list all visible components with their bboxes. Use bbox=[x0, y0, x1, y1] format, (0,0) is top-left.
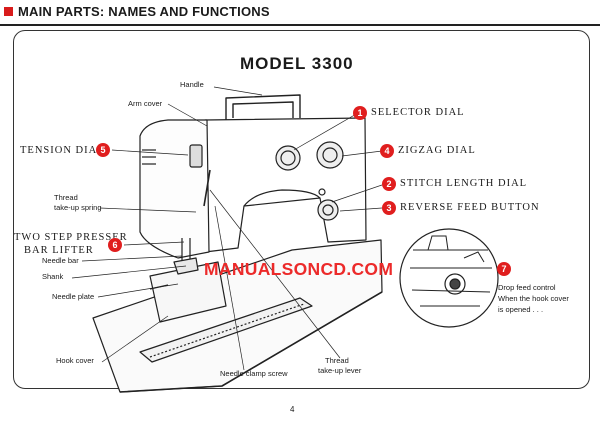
watermark: MANUALSONCD.COM bbox=[204, 259, 394, 279]
part-number-badge: 5 bbox=[96, 143, 110, 157]
stitch-length-dial bbox=[317, 199, 339, 221]
part-number-badge: 3 bbox=[382, 201, 396, 215]
thread-takeup-lever-label-line1: Thread bbox=[325, 356, 349, 365]
needle-plate-label: Needle plate bbox=[52, 292, 95, 301]
drop-feed-control-note-line1: When the hook cover bbox=[498, 294, 569, 303]
thread-takeup-spring-label-line1: Thread bbox=[54, 193, 78, 202]
red-square-bullet-icon bbox=[4, 7, 13, 16]
stitch-length-dial-label: STITCH LENGTH DIAL bbox=[400, 178, 528, 189]
selector-dial bbox=[275, 145, 301, 171]
part-number-badge: 4 bbox=[380, 144, 394, 158]
extension-table bbox=[139, 297, 313, 363]
inset-detail-circle bbox=[399, 228, 499, 328]
part-number-badge: 1 bbox=[353, 106, 367, 120]
handle-label: Handle bbox=[180, 80, 204, 89]
tension-dial-label: TENSION DIAL bbox=[20, 145, 105, 156]
presser-bar-lifter-label-line2: BAR LIFTER bbox=[24, 245, 94, 256]
model-title: MODEL 3300 bbox=[240, 54, 354, 73]
thread-takeup-spring-label-line2: take-up spring bbox=[54, 203, 102, 212]
arm-cover-label: Arm cover bbox=[128, 99, 163, 108]
carry-handle bbox=[225, 94, 301, 120]
section-title: MAIN PARTS: NAMES AND FUNCTIONS bbox=[18, 4, 270, 19]
drop-feed-control-label: Drop feed control bbox=[498, 283, 556, 292]
header-rule bbox=[0, 24, 600, 26]
diagram-frame bbox=[13, 30, 590, 389]
zigzag-dial bbox=[316, 141, 344, 169]
selector-dial-label: SELECTOR DIAL bbox=[371, 107, 465, 118]
needle-clamp-screw-label: Needle clamp screw bbox=[220, 369, 288, 378]
machine-head bbox=[139, 119, 210, 259]
part-number-badge: 6 bbox=[108, 238, 122, 252]
machine-body bbox=[204, 117, 367, 253]
part-number-badge: 2 bbox=[382, 177, 396, 191]
part-number-badge: 7 bbox=[497, 262, 511, 276]
hook-cover-label: Hook cover bbox=[56, 356, 94, 365]
shank-label: Shank bbox=[42, 272, 64, 281]
section-header: MAIN PARTS: NAMES AND FUNCTIONS bbox=[4, 4, 270, 19]
page-number: 4 bbox=[290, 405, 295, 414]
drop-feed-control-note-line2: is opened . . . bbox=[498, 305, 544, 314]
zigzag-dial-label: ZIGZAG DIAL bbox=[398, 145, 476, 156]
thread-takeup-lever-label-line2: take-up lever bbox=[318, 366, 362, 375]
reverse-feed-button-label: REVERSE FEED BUTTON bbox=[400, 202, 540, 213]
needle-bar-label: Needle bar bbox=[42, 256, 79, 265]
tension-dial bbox=[189, 144, 203, 168]
presser-bar-lifter-label-line1: TWO STEP PRESSER bbox=[14, 232, 128, 243]
